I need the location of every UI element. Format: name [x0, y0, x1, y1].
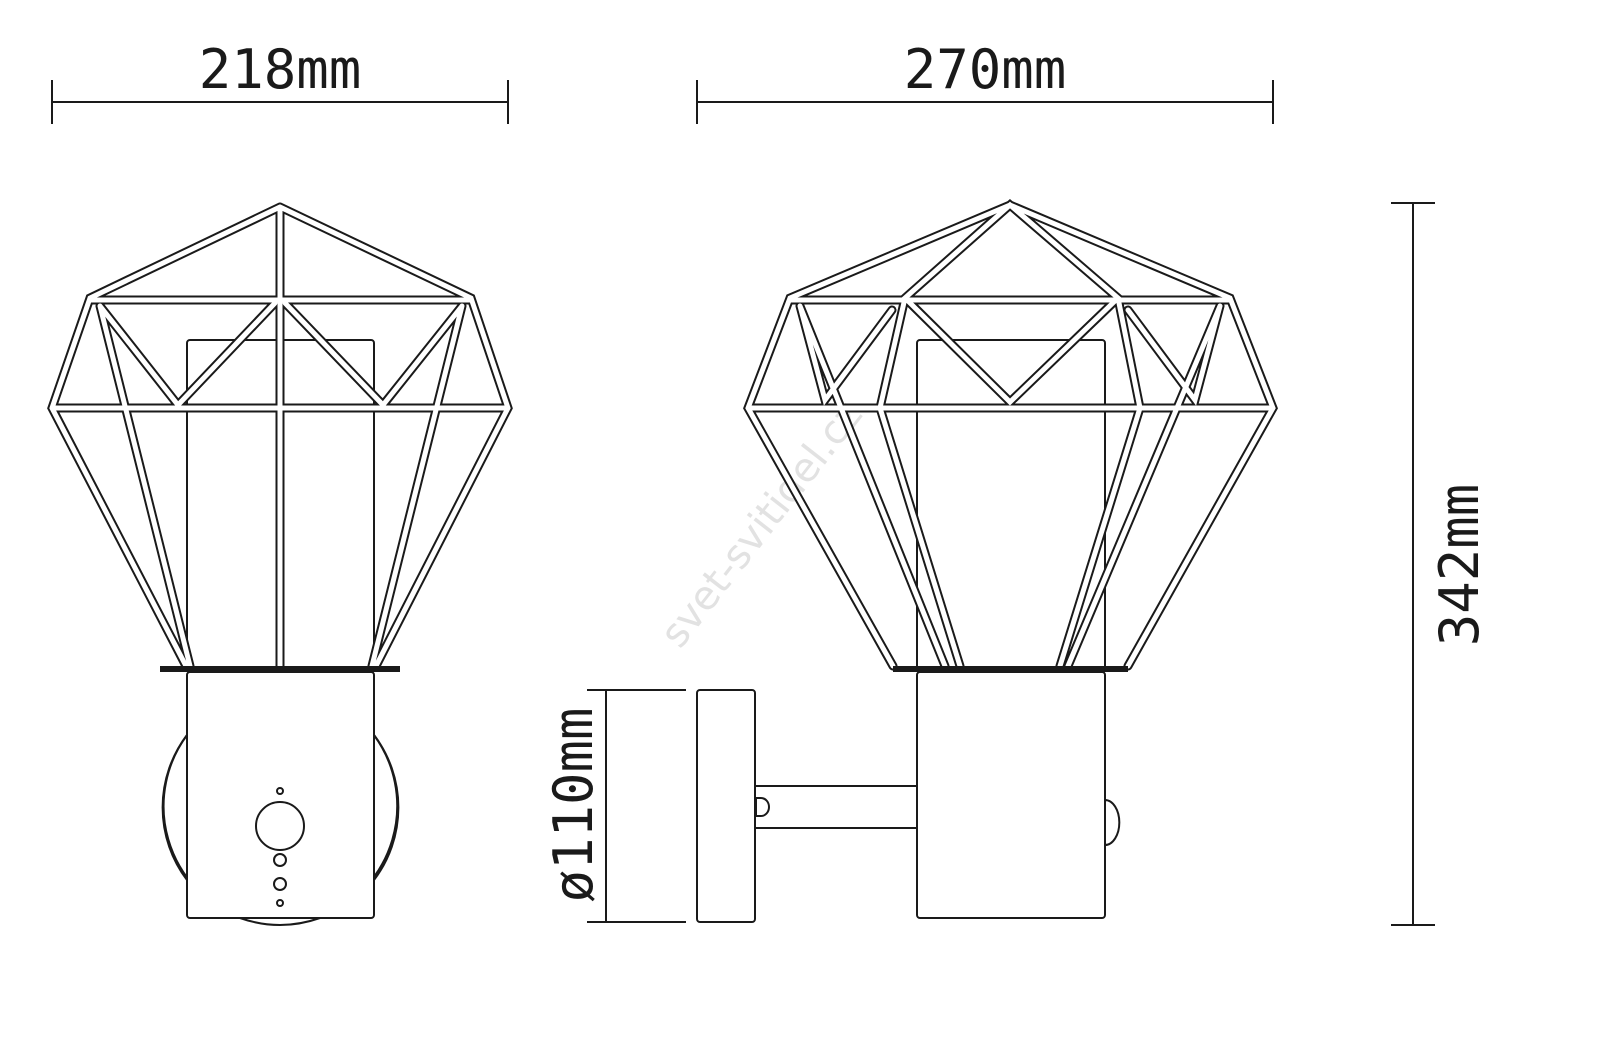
- dimension-height: 342mm: [1391, 202, 1491, 926]
- side-arm: [754, 785, 918, 829]
- front-view: [47, 202, 513, 926]
- side-depth-label: 270mm: [904, 38, 1067, 101]
- adjust-knob: [273, 877, 287, 891]
- side-cage: [743, 199, 1278, 671]
- height-label: 342mm: [1428, 484, 1491, 647]
- side-backplate: [696, 689, 756, 923]
- indicator-dot: [276, 899, 284, 907]
- backplate-diameter-label: ø110mm: [542, 707, 605, 902]
- dimension-side-depth: 270mm: [696, 38, 1274, 124]
- front-body: [186, 671, 375, 919]
- front-width-label: 218mm: [199, 38, 362, 101]
- side-sensor-bump: [1104, 798, 1121, 847]
- screw-icon: [755, 797, 770, 817]
- side-base-plate: [893, 666, 1128, 672]
- dimension-front-width: 218mm: [51, 38, 509, 124]
- dimension-backplate-diameter: ø110mm: [542, 689, 686, 923]
- front-cage: [47, 202, 513, 673]
- motion-sensor-icon: [255, 801, 305, 851]
- side-body: [916, 671, 1106, 919]
- front-base-plate: [160, 666, 400, 672]
- indicator-dot: [276, 787, 284, 795]
- side-view: [696, 199, 1278, 923]
- adjust-knob: [273, 853, 287, 867]
